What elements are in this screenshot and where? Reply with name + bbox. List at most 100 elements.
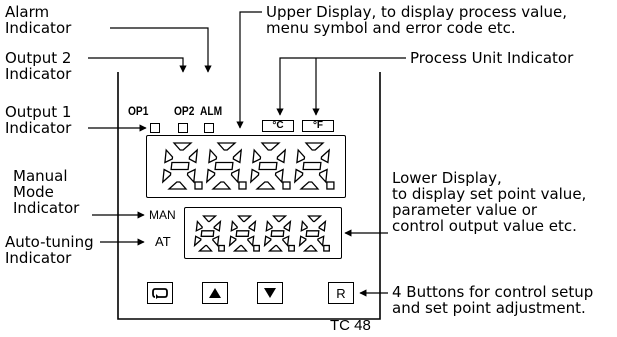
decimal-point: [282, 181, 291, 190]
digit-segment: [232, 148, 243, 164]
lower-display: [184, 207, 342, 259]
digit-segment: [170, 161, 190, 171]
digit-segment: [276, 148, 287, 164]
digit-segment: [208, 148, 218, 164]
digit-segment: [300, 219, 308, 232]
down-button[interactable]: [257, 282, 283, 304]
man-indicator: MAN: [149, 208, 176, 222]
digit-segment: [258, 161, 278, 171]
digit-segment: [302, 244, 318, 252]
decimal-point: [323, 244, 330, 252]
decimal-point: [288, 244, 295, 252]
upper-display: [146, 135, 346, 198]
celsius-indicator: °C: [262, 120, 294, 132]
digit-segment: [255, 181, 276, 190]
digit-segment: [283, 219, 292, 232]
digit-segment: [193, 235, 202, 248]
digit-segment: [260, 142, 281, 151]
op1-text: OP1: [128, 104, 149, 118]
digit-segment: [200, 230, 215, 237]
digit-segment: [232, 244, 248, 252]
digit-segment: [305, 230, 320, 237]
lower-display-digits: [193, 215, 330, 252]
digit-segment: [214, 161, 234, 171]
digit-segment: [205, 168, 216, 184]
digit-segment: [186, 168, 196, 184]
lower-display-label: Lower Display,to display set point value…: [392, 169, 587, 235]
alarm-leader: [110, 27, 212, 73]
digit-segment: [167, 181, 188, 190]
model-label: TC 48: [330, 317, 371, 334]
digit-segment: [195, 219, 203, 232]
op2-text: OP2: [174, 104, 195, 118]
digit-segment: [270, 230, 285, 237]
digit-segment: [235, 230, 250, 237]
upper-display-leader: [236, 11, 262, 129]
digit-segment: [247, 235, 255, 248]
alarm-led: [204, 123, 214, 133]
process-unit-indicator-label: Process Unit Indicator: [410, 49, 574, 67]
digit-segment: [164, 148, 174, 164]
cycle-button[interactable]: [147, 282, 173, 304]
decimal-point: [218, 244, 225, 252]
digit-segment: [267, 244, 283, 252]
digit-segment: [172, 142, 193, 151]
digit-segment: [274, 168, 284, 184]
digit-segment: [320, 148, 331, 164]
digit-segment: [249, 168, 260, 184]
digit-segment: [296, 148, 306, 164]
digit-segment: [298, 235, 307, 248]
decimal-point: [253, 244, 260, 252]
output2-led: [178, 123, 188, 133]
digit-segment: [248, 219, 257, 232]
digit-segment: [265, 219, 273, 232]
process-unit-leader: [276, 57, 406, 116]
digit-segment: [228, 235, 237, 248]
up-arrow-icon: [209, 288, 221, 298]
up-button[interactable]: [202, 282, 228, 304]
upper-display-digits: [161, 142, 335, 190]
digit-segment: [197, 244, 213, 252]
digit-segment: [272, 215, 288, 223]
digit-segment: [304, 142, 325, 151]
decimal-point: [238, 181, 247, 190]
at-indicator: AT: [155, 234, 171, 249]
output1-led: [150, 123, 160, 133]
digit-segment: [216, 142, 237, 151]
digit-segment: [317, 235, 325, 248]
digit-segment: [282, 235, 290, 248]
digit-segment: [161, 168, 172, 184]
digit-segment: [211, 181, 232, 190]
output2-leader: [88, 57, 187, 73]
instrument-outline: [117, 72, 381, 320]
upper-display-label: Upper Display, to display process value,…: [266, 3, 568, 37]
digit-segment: [252, 148, 262, 164]
digit-segment: [213, 219, 222, 232]
digit-segment: [299, 181, 320, 190]
digit-segment: [188, 148, 199, 164]
digit-segment: [237, 215, 253, 223]
cycle-icon: [152, 288, 168, 299]
decimal-point: [194, 181, 203, 190]
digit-segment: [293, 168, 304, 184]
alm-text: ALM: [200, 104, 223, 118]
decimal-point: [326, 181, 335, 190]
digit-segment: [302, 161, 322, 171]
digit-segment: [212, 235, 220, 248]
digit-segment: [263, 235, 272, 248]
digit-segment: [230, 168, 240, 184]
reset-button-label: R: [336, 285, 346, 301]
fahrenheit-indicator: °F: [302, 120, 334, 132]
digit-segment: [318, 168, 328, 184]
reset-button[interactable]: R: [328, 282, 354, 304]
down-arrow-icon: [264, 288, 276, 298]
digit-segment: [230, 219, 238, 232]
digit-segment: [307, 215, 323, 223]
